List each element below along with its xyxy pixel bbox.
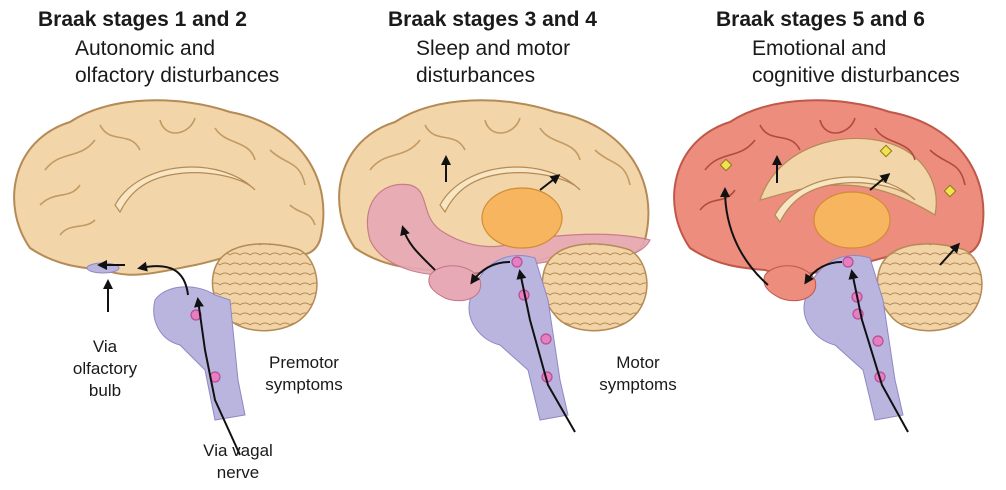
lewy-body-3a: [843, 257, 853, 267]
label-olfactory-line1: Via: [65, 336, 145, 358]
label-premotor-line2: symptoms: [254, 374, 354, 396]
label-premotor-line1: Premotor: [254, 352, 354, 374]
brain-panel-1: [14, 100, 323, 455]
label-vagal-line2: nerve: [188, 462, 288, 484]
thalamus-2: [482, 188, 562, 248]
label-motor-line1: Motor: [588, 352, 688, 374]
label-motor-symptoms: Motor symptoms: [588, 352, 688, 396]
label-olfactory-line2: olfactory: [65, 358, 145, 380]
cerebellum-2: [542, 244, 646, 331]
lewy-body-3d: [873, 336, 883, 346]
label-via-olfactory-bulb: Via olfactory bulb: [65, 336, 145, 402]
lewy-body-2a: [512, 257, 522, 267]
label-via-vagal-nerve: Via vagal nerve: [188, 440, 288, 484]
label-motor-line2: symptoms: [588, 374, 688, 396]
label-olfactory-line3: bulb: [65, 380, 145, 402]
brain-panel-3: [674, 100, 983, 432]
label-premotor-symptoms: Premotor symptoms: [254, 352, 354, 396]
thalamus-3: [814, 192, 890, 248]
label-vagal-line1: Via vagal: [188, 440, 288, 462]
cerebellum-3: [877, 244, 981, 331]
lewy-body-2c: [541, 334, 551, 344]
